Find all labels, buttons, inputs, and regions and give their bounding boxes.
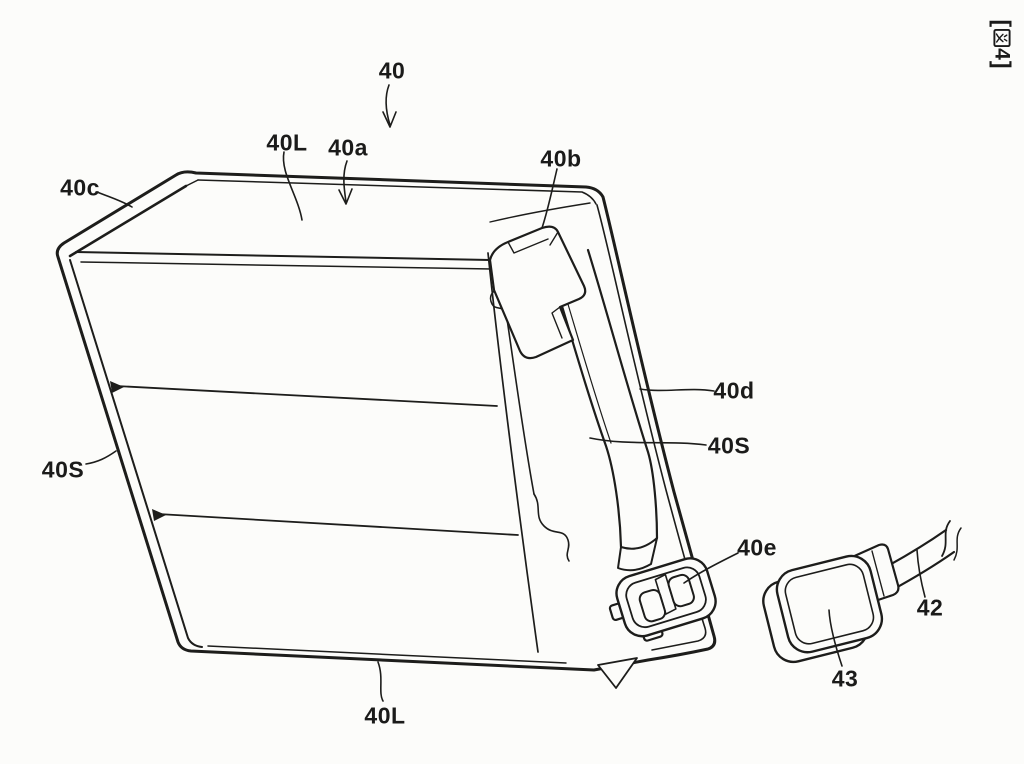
top-face bbox=[68, 179, 597, 664]
figure-tag-open-bracket: [ bbox=[989, 19, 1016, 28]
kanji-zu-glyph bbox=[993, 28, 1011, 47]
ref-label-40a: 40a bbox=[328, 134, 368, 161]
ref-label-40S-right: 40S bbox=[707, 432, 751, 459]
ref-label-40e: 40e bbox=[737, 534, 777, 561]
ref-label-40L-bottom: 40L bbox=[364, 702, 406, 729]
figure-tag-number: 4 bbox=[990, 48, 1014, 60]
ref-label-40S-left: 40S bbox=[41, 456, 85, 483]
plug-front-face bbox=[775, 554, 884, 654]
plug-connector bbox=[762, 520, 962, 664]
figure-number-tag: [ 4 ] bbox=[989, 19, 1016, 69]
figure-tag-close-bracket: ] bbox=[989, 60, 1016, 69]
ref-label-40L-top: 40L bbox=[266, 129, 308, 156]
handle-bracket bbox=[488, 225, 587, 360]
front-face-division-lines bbox=[110, 381, 519, 536]
ref-label-40d: 40d bbox=[713, 377, 755, 404]
leader-lines bbox=[85, 84, 926, 702]
ref-label-40: 40 bbox=[378, 57, 406, 84]
ref-label-40c: 40c bbox=[60, 174, 100, 201]
ref-label-42: 42 bbox=[916, 594, 944, 621]
ref-label-40b: 40b bbox=[540, 145, 582, 172]
corner-notch bbox=[597, 657, 638, 689]
ref-label-43: 43 bbox=[831, 665, 859, 692]
cable-break-mark bbox=[941, 520, 962, 561]
